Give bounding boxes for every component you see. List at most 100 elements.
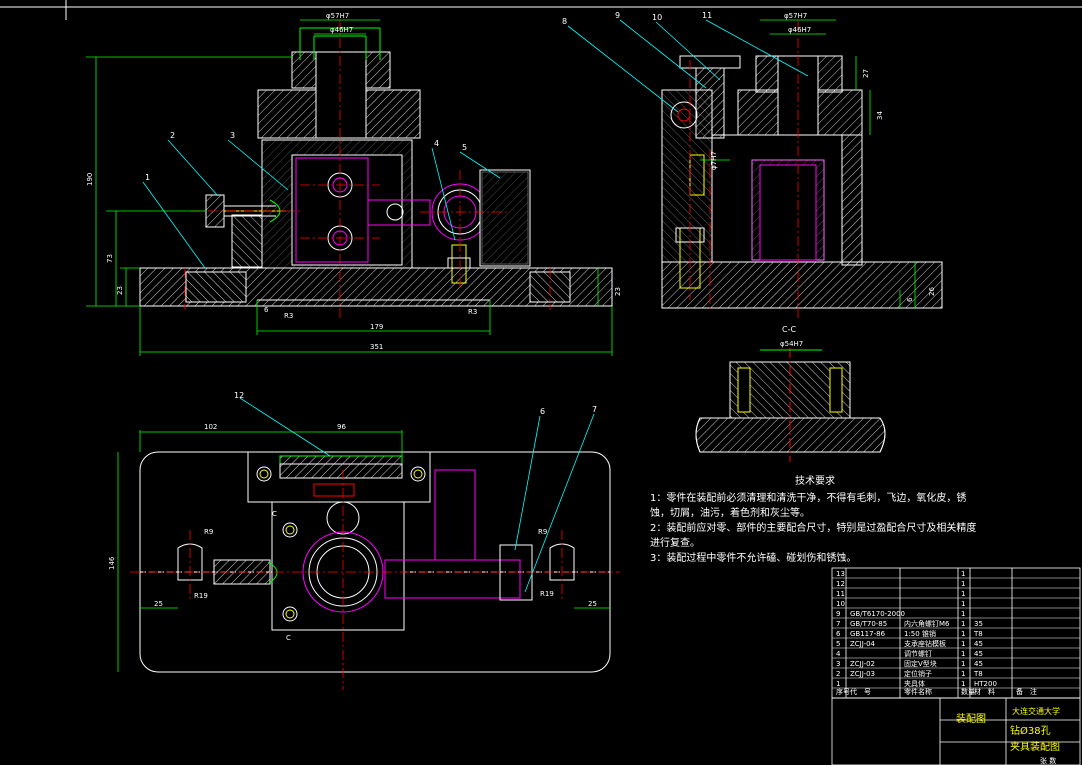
dim-34: 34 — [876, 111, 884, 120]
bom-cell-no: 2 — [836, 670, 840, 678]
drawing-title-1: 钻Ø38孔 — [1010, 724, 1051, 737]
bom-cell-code: GB/T6170-2000 — [850, 610, 905, 618]
bom-cell-code: GB/T70-85 — [850, 620, 887, 628]
balloon-7: 7 — [592, 405, 597, 414]
bom-cell-name: 固定V型块 — [904, 659, 937, 668]
bom-cell-name: 调节螺钉 — [904, 649, 932, 658]
bom-cell-qty: 1 — [961, 620, 965, 628]
front-dim-texts: φ57H7 φ46H7 190 73 23 179 351 R3 R3 23 6 — [86, 12, 622, 351]
side-view — [661, 55, 943, 309]
sheet-label: 张 数 — [1040, 756, 1056, 765]
side-dimensions — [700, 19, 916, 308]
bom-cell-no: 5 — [836, 640, 840, 648]
bom-table — [831, 567, 1081, 765]
drawing-title-2: 夹具装配图 — [1010, 740, 1060, 753]
bom-cell-code: ZCJJ-03 — [850, 670, 875, 678]
section-cc — [695, 348, 886, 462]
plan-balloons: 12 6 7 — [234, 391, 597, 416]
balloon-2: 2 — [170, 131, 175, 140]
dim-146: 146 — [108, 556, 116, 570]
section-dim: φ54H7 — [780, 340, 803, 348]
plan-view — [139, 451, 611, 673]
balloon-6: 6 — [540, 407, 545, 416]
plan-centerlines — [130, 470, 620, 690]
bom-cell-no: 12 — [836, 580, 845, 588]
cut-mark-bottom: C — [286, 634, 291, 642]
bom-cell-no: 9 — [836, 610, 840, 618]
bom-cell-qty: 1 — [961, 570, 965, 578]
dim-179: 179 — [370, 323, 383, 331]
tech-item-2: 2：装配前应对零、部件的主要配合尺寸，特别是过盈配合尺寸及相关精度进行复查。 — [650, 523, 977, 549]
bom-cell-mat: T8 — [973, 670, 983, 678]
bom-cell-qty: 1 — [961, 640, 965, 648]
plan-dimensions — [117, 430, 610, 672]
dim-6-side: 6 — [906, 297, 914, 302]
front-leaders — [142, 139, 501, 269]
balloon-11: 11 — [702, 11, 712, 20]
dim-23-right: 23 — [614, 287, 622, 296]
side-balloons: 8 9 10 11 — [562, 11, 712, 26]
dim-r19-right: R19 — [540, 590, 554, 598]
tech-item-3: 3：装配过程中零件不允许磕、碰划伤和锈蚀。 — [650, 553, 857, 564]
bom-cell-qty: 1 — [961, 610, 965, 618]
side-dim-texts: φ57H7 φ46H7 27 34 26 6 φ7H7 — [710, 12, 936, 302]
dim-d7: φ7H7 — [710, 151, 718, 170]
bom-cell-no: 4 — [836, 650, 841, 658]
bom-header-note: 备 注 — [1016, 687, 1037, 696]
bom-cell-qty: 1 — [961, 580, 965, 588]
front-centerlines — [184, 20, 551, 320]
bom-cell-mat: 45 — [974, 640, 983, 648]
dim-d57-front: φ57H7 — [326, 12, 349, 20]
dim-6-front: 6 — [264, 306, 269, 314]
front-dimensions — [86, 19, 613, 356]
bom-cell-mat: 35 — [974, 620, 983, 628]
bom-cell-name: 定位销子 — [904, 669, 932, 678]
front-view — [139, 27, 613, 307]
bom-cell-name: 支承座钻模板 — [904, 639, 946, 648]
plan-dim-texts: 102 96 146 25 25 R9 R9 R19 R19 C C — [108, 423, 597, 642]
dim-r3-left: R3 — [284, 312, 293, 320]
bom-cell-mat: HT200 — [974, 680, 997, 688]
dim-25-right: 25 — [588, 600, 597, 608]
bom-header-name: 零件名称 — [904, 687, 932, 696]
bom-cell-no: 3 — [836, 660, 840, 668]
bom-header-qty: 数量 — [961, 687, 975, 696]
tech-title: 技术要求 — [795, 476, 835, 487]
front-balloons: 1 2 3 4 5 — [145, 131, 467, 182]
dim-r9-left: R9 — [204, 528, 213, 536]
tech-item-1: 1：零件在装配前必须清理和清洗干净，不得有毛刺，飞边，氧化皮，锈蚀，切屑，油污，… — [650, 493, 967, 519]
balloon-10: 10 — [652, 13, 662, 22]
balloon-9: 9 — [615, 11, 620, 20]
dim-r3-right: R3 — [468, 308, 477, 316]
title-block: 大连交通大学 装配图 钻Ø38孔 夹具装配图 张 数 — [956, 706, 1060, 765]
dim-73: 73 — [106, 254, 114, 263]
section-texts: C-C φ54H7 — [780, 325, 803, 348]
plan-leaders — [239, 397, 595, 593]
bom-cell-no: 11 — [836, 590, 845, 598]
side-centerlines — [689, 20, 799, 320]
dim-r9-right: R9 — [538, 528, 547, 536]
balloon-3: 3 — [230, 131, 235, 140]
dim-23: 23 — [116, 286, 124, 295]
bom-cell-code: ZCJJ-04 — [850, 640, 876, 648]
bom-cell-no: 10 — [836, 600, 845, 608]
bom-header-code: 代 号 — [850, 687, 871, 696]
dim-d57-side: φ57H7 — [784, 12, 807, 20]
cut-mark-top: C — [272, 510, 277, 518]
bom-cell-qty: 1 — [961, 590, 965, 598]
bom-cell-name: 夹具体 — [904, 679, 925, 688]
technical-requirements: 技术要求 1：零件在装配前必须清理和清洗干净，不得有毛刺，飞边，氧化皮，锈蚀，切… — [650, 474, 980, 566]
dim-d46-side: φ46H7 — [788, 26, 811, 34]
dim-102: 102 — [204, 423, 217, 431]
bom-cell-qty: 1 — [961, 660, 965, 668]
dim-25-left: 25 — [154, 600, 163, 608]
bom-cell-qty: 1 — [961, 650, 965, 658]
balloon-1: 1 — [145, 173, 150, 182]
side-leaders — [567, 19, 809, 113]
balloon-4: 4 — [434, 139, 439, 148]
dim-r19-left: R19 — [194, 592, 208, 600]
dim-d46-front: φ46H7 — [330, 26, 353, 34]
balloon-5: 5 — [462, 143, 467, 152]
bom-cell-name: 内六角螺钉M6 — [904, 619, 950, 628]
